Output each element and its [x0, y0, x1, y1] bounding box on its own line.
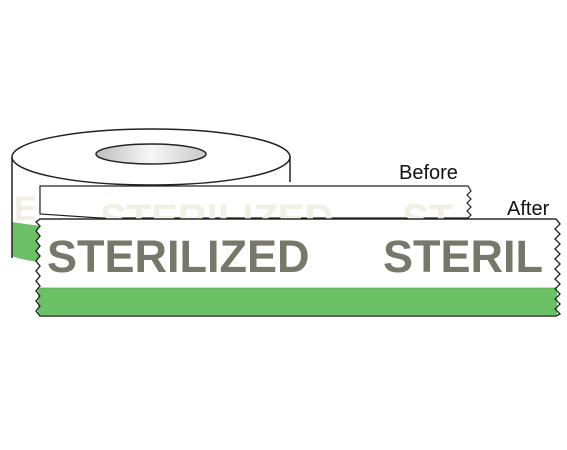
tape-roll: ED — [11, 128, 291, 264]
after-green-stripe — [38, 288, 557, 315]
after-label: After — [507, 198, 550, 220]
tape-after-outline — [35, 218, 562, 317]
after-text-2: STERIL — [383, 231, 543, 282]
after-text-1: STERILIZED — [47, 231, 310, 282]
roll-core-hole — [95, 143, 207, 165]
roll-green-stripe — [12, 222, 40, 262]
before-label: Before — [399, 162, 458, 184]
roll-side — [12, 157, 290, 264]
tape-before-strip — [39, 185, 472, 219]
tape-after: STERILIZED STERIL — [35, 218, 562, 317]
